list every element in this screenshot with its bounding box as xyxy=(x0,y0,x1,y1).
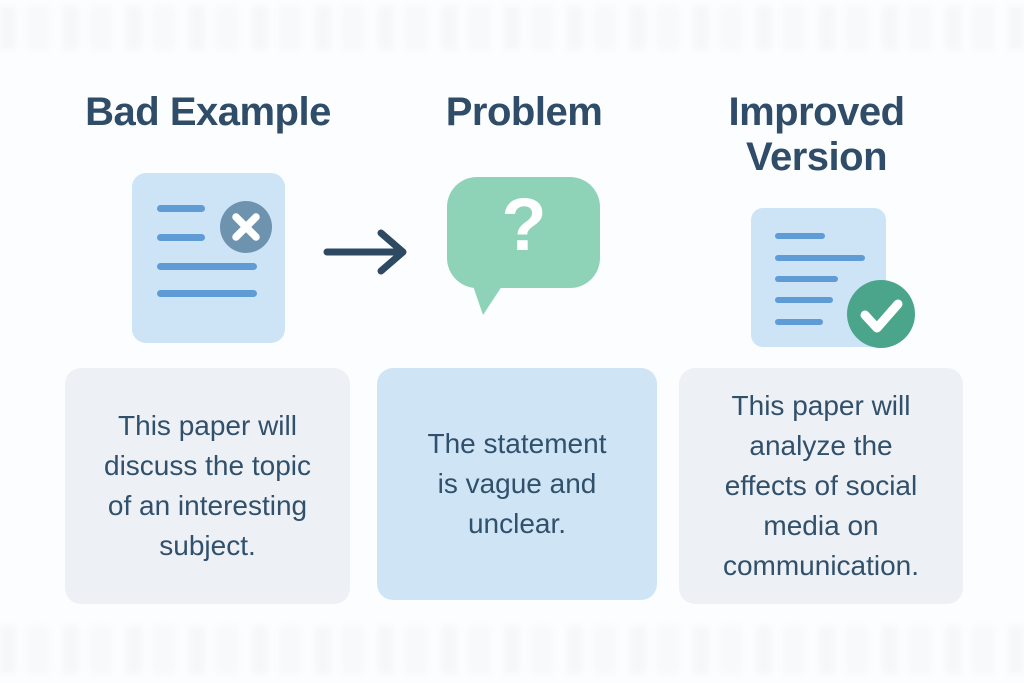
speech-bubble-shape xyxy=(447,177,600,315)
caption-line: media on xyxy=(763,510,879,541)
document-text-line xyxy=(775,276,838,282)
caption-line: discuss the topic xyxy=(104,450,311,481)
ghost-text-artifact-top xyxy=(0,6,1024,50)
caption-line: unclear. xyxy=(467,508,567,539)
caption-line: The statement xyxy=(427,428,607,459)
bad-document-icon xyxy=(132,173,285,343)
error-x-icon xyxy=(220,201,272,253)
bad-example-caption-box: This paper will discuss the topic of an … xyxy=(65,368,350,604)
question-mark-glyph: ? xyxy=(501,183,547,266)
column-heading-bad-example: Bad Example xyxy=(85,90,331,134)
document-text-line xyxy=(157,205,205,212)
caption-line: effects of social xyxy=(724,470,918,501)
question-bubble-icon: ? xyxy=(444,175,604,317)
document-text-line xyxy=(157,234,205,241)
ghost-text-artifact-bottom xyxy=(0,626,1024,674)
caption-line: is vague and xyxy=(437,468,597,499)
caption-line: communication. xyxy=(722,550,920,581)
document-text-line xyxy=(157,290,257,297)
column-heading-improved-version: Improved Version xyxy=(728,90,905,180)
column-heading-problem: Problem xyxy=(445,90,603,134)
document-text-line xyxy=(775,233,825,239)
improved-version-caption-box: This paper will analyze the effects of s… xyxy=(679,368,963,604)
caption-line: This paper will xyxy=(118,410,297,441)
caption-line: of an interesting xyxy=(107,490,308,521)
caption-line: analyze the xyxy=(749,430,893,461)
document-text-line xyxy=(775,319,823,325)
problem-caption-box: The statement is vague and unclear. xyxy=(377,368,657,600)
document-text-line xyxy=(157,263,257,270)
check-icon xyxy=(847,280,915,348)
arrow-right-icon xyxy=(323,229,407,275)
document-text-line xyxy=(775,255,865,261)
document-text-line xyxy=(775,297,833,303)
caption-line: subject. xyxy=(159,530,256,561)
caption-line: This paper will xyxy=(731,390,911,421)
